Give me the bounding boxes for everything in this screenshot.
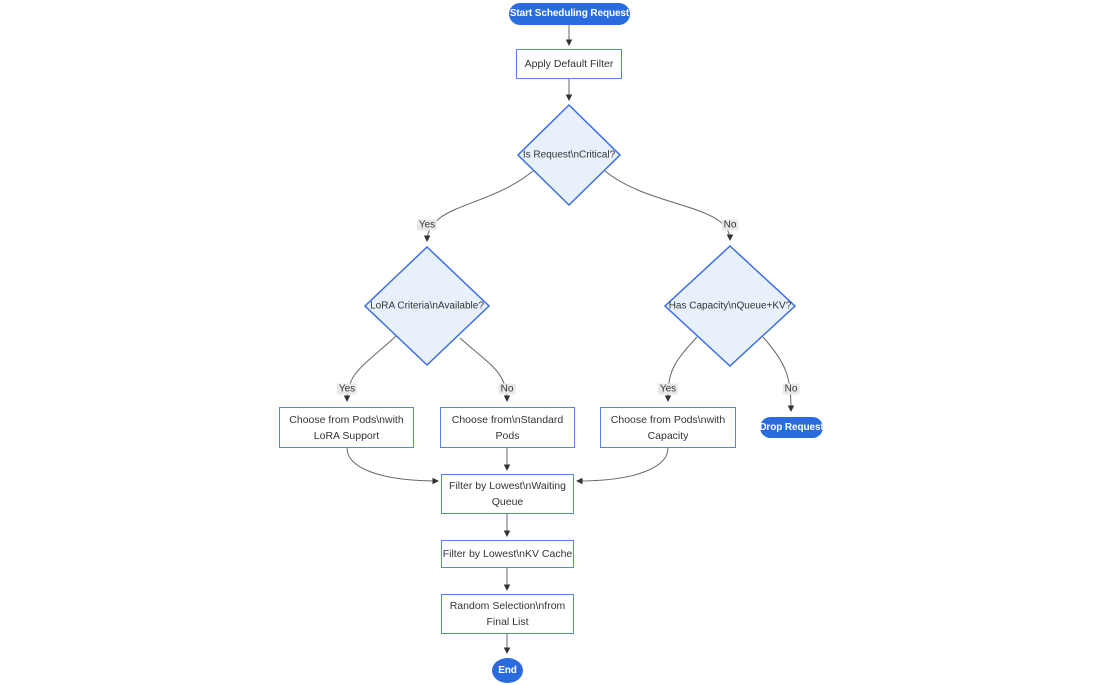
edge-choose-capacity-to-filter-queue [576, 447, 669, 485]
edge-label-capacity-no: No [782, 383, 800, 395]
node-choose-standard-pods: Choose from\nStandard Pods [440, 407, 575, 448]
node-filter-kv-cache: Filter by Lowest\nKV Cache [441, 540, 574, 568]
node-choose-pods-capacity: Choose from Pods\nwith Capacity [600, 407, 736, 448]
edge-label-lora-yes: Yes [336, 383, 358, 395]
node-has-capacity-label: Has Capacity\nQueue+KV? [668, 300, 792, 312]
edge-label-critical-no: No [721, 219, 739, 231]
node-random-selection-line2: Final List [486, 616, 529, 628]
node-start-label: Start Scheduling Request [509, 8, 630, 19]
node-apply-default-filter-label: Apply Default Filter [524, 58, 614, 70]
node-choose-pods-lora: Choose from Pods\nwith LoRA Support [279, 407, 414, 448]
node-filter-waiting-queue-line1: Filter by Lowest\nWaiting [449, 480, 566, 492]
edge-label-lora-no: No [498, 383, 516, 395]
decision-diamond-capacity [663, 244, 797, 368]
node-filter-kv-cache-label: Filter by Lowest\nKV Cache [442, 548, 573, 560]
node-choose-pods-lora-line2: LoRA Support [313, 429, 380, 442]
node-choose-pods-capacity-line1: Choose from Pods\nwith [610, 413, 726, 426]
edge-label-capacity-yes: Yes [657, 383, 679, 395]
edge-critical-no-to-capacity [604, 170, 734, 241]
node-choose-pods-lora-line1: Choose from Pods\nwith [289, 413, 404, 426]
edge-choose-lora-to-filter-queue [346, 447, 439, 485]
node-end: End [492, 658, 523, 683]
node-drop-request: Drop Request [759, 417, 824, 438]
edge-critical-yes-to-lora [423, 170, 534, 242]
node-filter-waiting-queue: Filter by Lowest\nWaiting Queue [441, 474, 574, 514]
decision-diamond-lora [363, 245, 491, 367]
node-apply-default-filter: Apply Default Filter [516, 49, 622, 79]
node-end-label: End [498, 664, 517, 676]
decision-diamond-is-critical [516, 103, 622, 207]
node-filter-waiting-queue-line2: Queue [491, 496, 524, 508]
node-lora-criteria-label: LoRA Criteria\nAvailable? [370, 300, 484, 312]
edge-capacity-no-to-drop [762, 336, 795, 412]
node-drop-request-label: Drop Request [759, 421, 824, 433]
node-choose-pods-capacity-line2: Capacity [647, 429, 689, 442]
node-choose-standard-pods-line2: Pods [495, 429, 520, 442]
node-is-request-critical-label: Is Request\nCritical? [522, 149, 616, 161]
edge-label-critical-yes: Yes [416, 219, 438, 231]
node-random-selection-line1: Random Selection\nfrom [449, 600, 566, 612]
node-start: Start Scheduling Request [509, 3, 630, 25]
node-choose-standard-pods-line1: Choose from\nStandard [451, 413, 564, 426]
node-random-selection: Random Selection\nfrom Final List [441, 594, 574, 634]
